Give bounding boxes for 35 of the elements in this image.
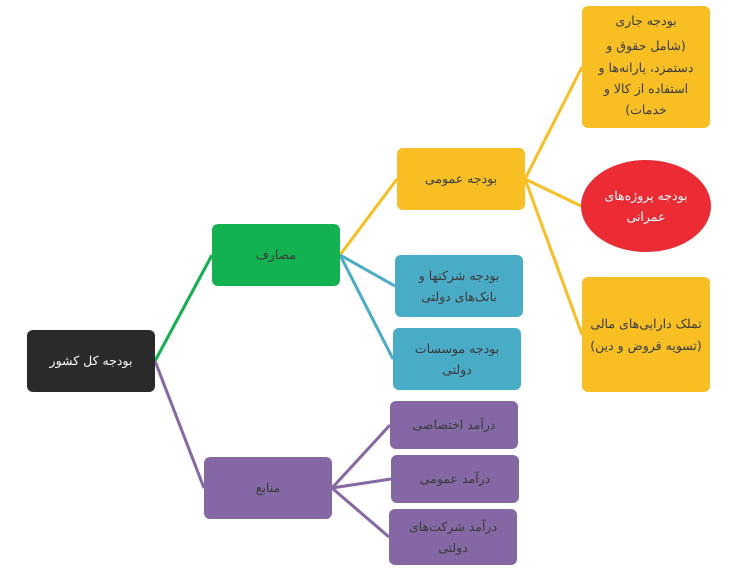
- category-box: [204, 457, 332, 519]
- connector-line: [339, 254, 396, 288]
- category-box: [212, 224, 340, 286]
- connector-line: [524, 178, 584, 336]
- income-box: [389, 509, 517, 565]
- node-description: (شامل حقوق و دستمزد، یارانه‌ها و استفاده از کالا و خدمات): [597, 37, 694, 119]
- node-label: بودجه پروژه‌های عمرانی: [603, 186, 689, 226]
- connector-line: [338, 178, 398, 256]
- connector-line: [154, 360, 206, 489]
- node-label: بودجه جاری: [615, 12, 677, 30]
- connector-line: [331, 486, 390, 538]
- connector-line: [330, 424, 392, 490]
- node-label: درآمد اختصاصی: [412, 416, 496, 434]
- connector-line: [332, 478, 392, 490]
- node-label: درآمد شرکت‌های دولتی: [408, 518, 498, 557]
- root-box: [27, 330, 155, 392]
- budget-box: [393, 328, 521, 390]
- node-label: بودجه کل کشور: [50, 352, 132, 370]
- node-label: بودجه عمومی: [424, 170, 498, 188]
- income-box: [390, 401, 518, 449]
- connector-line: [524, 178, 582, 208]
- node-label: بودجه شرکتها و بانک‌های دولتی: [417, 266, 500, 306]
- node-label: درآمد عمومی: [420, 470, 490, 488]
- budget-box: [582, 277, 710, 392]
- node-label: بودجه موسسات دولتی: [414, 340, 500, 379]
- budget-box: [397, 148, 525, 210]
- budget-box: [582, 6, 710, 128]
- connector-line: [154, 254, 214, 362]
- budget-box: [395, 255, 523, 317]
- node-label: منابع: [256, 479, 280, 498]
- connector-line: [338, 254, 394, 360]
- income-box: [391, 455, 519, 503]
- connector-line: [524, 66, 584, 180]
- node-label: تملک دارایی‌های مالی (تسویه قروض و دین): [590, 315, 702, 355]
- node-label: مصارف: [256, 246, 296, 264]
